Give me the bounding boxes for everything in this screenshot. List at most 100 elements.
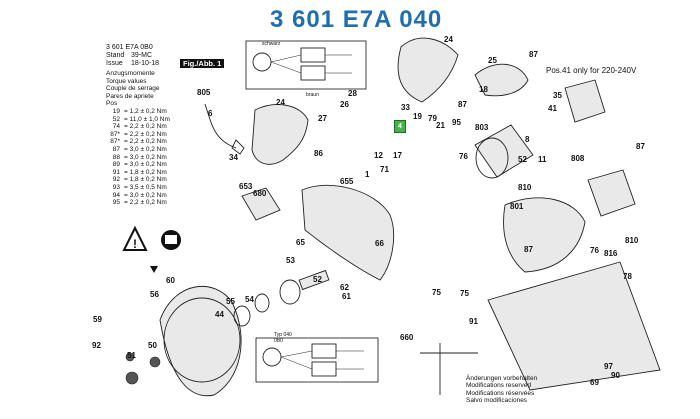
callout-label: 79 bbox=[428, 114, 437, 123]
callout-label: 97 bbox=[604, 362, 613, 371]
footer-line: Salvo modificaciones bbox=[466, 396, 528, 404]
callout-label: 11 bbox=[538, 155, 547, 164]
callout-label: 6 bbox=[208, 109, 213, 118]
callout-label: 61 bbox=[342, 292, 351, 301]
pos41-note: Pos.41 only for 220-240V bbox=[546, 66, 637, 75]
callout-label: 66 bbox=[375, 239, 384, 248]
read-manual-icon bbox=[161, 230, 181, 250]
callout-label: 28 bbox=[348, 89, 357, 98]
callout-label: 52 bbox=[518, 155, 527, 164]
torque-value: = 3,0 ± 0,2 Nm bbox=[124, 153, 167, 161]
callout-label: 24 bbox=[276, 98, 285, 107]
callout-label: 90 bbox=[611, 371, 620, 380]
torque-table: Anzugsmomente Torque values Couple de se… bbox=[106, 70, 170, 207]
torque-value: = 1,8 ± 0,2 Nm bbox=[124, 168, 167, 176]
torque-value: = 3,0 ± 0,2 Nm bbox=[124, 191, 167, 199]
torque-row: 88 = 3,0 ± 0,2 Nm bbox=[106, 154, 170, 162]
torque-value: = 11,0 ± 1,0 Nm bbox=[124, 115, 170, 123]
torque-row: 95= 2,2 ± 0,2 Nm bbox=[106, 199, 170, 207]
callout-label: 805 bbox=[197, 88, 211, 97]
torque-row: 91 = 1,8 ± 0,2 Nm bbox=[106, 169, 170, 177]
callout-label: 92 bbox=[92, 341, 101, 350]
torque-pos: 94 bbox=[112, 191, 120, 199]
stand-label: Stand bbox=[106, 52, 125, 59]
torque-pos: 87* bbox=[110, 138, 120, 146]
torque-pos: 87* bbox=[110, 130, 120, 138]
callout-label: 35 bbox=[553, 91, 562, 100]
callout-label: 44 bbox=[215, 310, 224, 319]
callout-label: 27 bbox=[318, 114, 327, 123]
schematic-label: Typ 040 bbox=[274, 332, 292, 338]
torque-row: 87* = 2,2 ± 0,2 Nm bbox=[106, 131, 170, 139]
callout-label: 803 bbox=[475, 123, 489, 132]
torque-value: = 2,2 ± 0,2 Nm bbox=[124, 138, 167, 146]
warning-triangle-icon: ! bbox=[122, 225, 148, 251]
torque-value: = 3,0 ± 0,2 Nm bbox=[124, 161, 167, 169]
callout-label: 52 bbox=[313, 275, 322, 284]
callout-label: 801 bbox=[510, 202, 524, 211]
callout-label: 19 bbox=[413, 112, 422, 121]
issue-value: 18-10-18 bbox=[131, 60, 160, 67]
callout-label: 56 bbox=[150, 290, 159, 299]
callout-label: 87 bbox=[524, 245, 533, 254]
callout-label: 69 bbox=[590, 378, 599, 387]
callout-label: 21 bbox=[436, 121, 445, 130]
footer-disclaimer: Änderungen vorbehalten Modifications res… bbox=[466, 375, 537, 404]
callout-label: 75 bbox=[432, 288, 441, 297]
callout-label: 50 bbox=[148, 341, 157, 350]
torque-row: 93= 3,5 ± 0,5 Nm bbox=[106, 184, 170, 192]
torque-row: 87= 3,0 ± 0,2 Nm bbox=[106, 146, 170, 154]
callout-label: 62 bbox=[340, 283, 349, 292]
part-number: 3 601 E7A 0B0 bbox=[106, 44, 153, 51]
torque-pos: 52 bbox=[112, 115, 120, 123]
callout-label: 25 bbox=[488, 56, 497, 65]
callout-label: 17 bbox=[393, 151, 402, 160]
callout-label: 8 bbox=[525, 135, 530, 144]
callout-label: 78 bbox=[623, 272, 632, 281]
torque-row: 19 = 1,2 ± 0,2 Nm bbox=[106, 108, 170, 116]
torque-row: 92= 1,8 ± 0,2 Nm bbox=[106, 176, 170, 184]
torque-heading: Pares de apriete bbox=[106, 92, 154, 100]
torque-row: 89 = 3,0 ± 0,2 Nm bbox=[106, 161, 170, 169]
callout-label: 810 bbox=[625, 236, 639, 245]
schematic-label: 0B0 bbox=[274, 338, 283, 344]
torque-heading: Couple de serrage bbox=[106, 85, 160, 93]
torque-value: = 2,2 ± 0,2 Nm bbox=[124, 130, 167, 138]
torque-row: 87* = 2,2 ± 0,2 Nm bbox=[106, 138, 170, 146]
callout-label: 91 bbox=[469, 317, 478, 326]
callout-label: 71 bbox=[380, 165, 389, 174]
footer-line: Modifications reserved bbox=[466, 382, 532, 390]
callout-label: 655 bbox=[340, 177, 354, 186]
callout-label: 24 bbox=[444, 35, 453, 44]
callout-label: 95 bbox=[452, 118, 461, 127]
callout-label: 65 bbox=[296, 238, 305, 247]
torque-pos: 74 bbox=[112, 123, 120, 131]
callout-label: 86 bbox=[314, 149, 323, 158]
torque-pos: 93 bbox=[112, 183, 120, 191]
callout-label: 680 bbox=[253, 189, 267, 198]
callout-label: 816 bbox=[604, 249, 618, 258]
schematic-label: braun bbox=[306, 92, 319, 98]
callout-label: 810 bbox=[518, 183, 532, 192]
callout-labels: 805 6 24 34 26 28 27 33 19 86 12 24 87 2… bbox=[92, 35, 645, 387]
svg-text:!: ! bbox=[133, 237, 137, 251]
torque-pos: 19 bbox=[112, 107, 120, 115]
footer-line: Modifications réservées bbox=[466, 389, 535, 397]
figure-label-wrap: Fig./Abb. 1 bbox=[172, 53, 225, 71]
callout-label: 34 bbox=[229, 153, 238, 162]
torque-value: = 1,2 ± 0,2 Nm bbox=[124, 107, 167, 115]
torque-row: 52 = 11,0 ± 1,0 Nm bbox=[106, 116, 170, 124]
torque-pos: 91 bbox=[112, 168, 120, 176]
callout-label: 55 bbox=[226, 297, 235, 306]
callout-label: 54 bbox=[245, 295, 254, 304]
torque-pos: 87 bbox=[112, 145, 120, 153]
callout-label: 653 bbox=[239, 182, 253, 191]
callout-label: 76 bbox=[459, 152, 468, 161]
torque-pos: 88 bbox=[112, 153, 120, 161]
down-arrow-icon bbox=[150, 266, 158, 273]
torque-pos: 89 bbox=[112, 161, 120, 169]
callout-label: 51 bbox=[127, 351, 136, 360]
issue-label: Issue bbox=[106, 60, 123, 67]
torque-row: 74= 2,2 ± 0,2 Nm bbox=[106, 123, 170, 131]
